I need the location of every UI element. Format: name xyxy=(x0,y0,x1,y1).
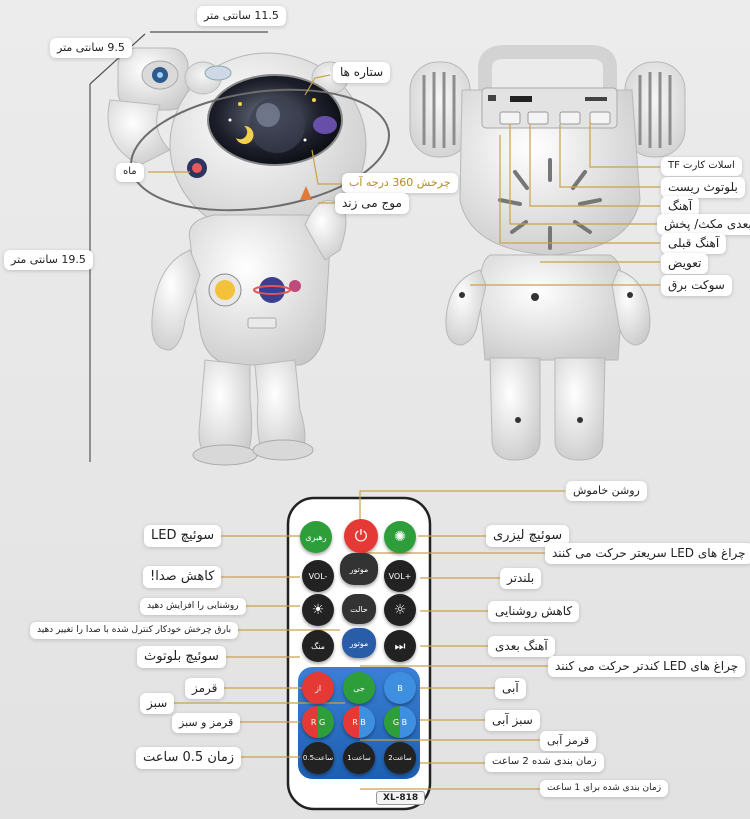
power-label: روشن خاموش xyxy=(566,481,647,501)
red-label: قرمز xyxy=(185,678,225,699)
motor-up-button[interactable]: موتور xyxy=(340,553,378,585)
rotation-sound-label: بارق چرخش خودکار کنترل شده با صدا را تغی… xyxy=(30,622,239,640)
brightness-down-button[interactable]: ☼ xyxy=(384,594,416,626)
vol-down-button[interactable]: VOL- xyxy=(302,560,334,592)
bt-switch-label: سوئیچ بلوتوث xyxy=(137,646,226,669)
bulb-icon: ☀ xyxy=(311,602,325,618)
tf-slot-label: اسلات کارت TF xyxy=(661,157,742,176)
red-button[interactable]: از xyxy=(302,672,334,704)
blue-label: آبی xyxy=(495,678,526,699)
power-button[interactable]: ⏻ xyxy=(344,519,378,553)
timer-05-button[interactable]: 0.5ساعت xyxy=(302,742,334,774)
model-label: XL-818 xyxy=(376,791,426,805)
moon-label: ماه xyxy=(116,163,144,182)
front-astronaut xyxy=(107,47,390,466)
green-button[interactable]: جی xyxy=(343,672,375,704)
stars-label: ستاره ها xyxy=(333,62,391,83)
depth-label: 9.5 سانتی متر xyxy=(50,38,132,58)
green-blue-button[interactable]: G B xyxy=(384,706,416,738)
red-blue-label: قرمز آبی xyxy=(540,731,597,751)
next-play-label: بعدی مکث/ پخش xyxy=(657,214,750,235)
vol-down-label: کاهش صدا! xyxy=(143,566,222,589)
timer-1-button[interactable]: 1ساعت xyxy=(343,742,375,774)
laser-switch-label: سوئیچ لیزری xyxy=(486,525,570,548)
next-song-label: آهنگ بعدی xyxy=(488,636,555,657)
next-track-icon: ⏭ xyxy=(394,638,406,653)
time-2-label: زمان بندی شده 2 ساعت xyxy=(485,753,604,772)
led-switch-label: سوئیچ LED xyxy=(144,525,222,548)
width-label: 11.5 سانتی متر xyxy=(197,6,286,26)
prev-song-label: آهنگ قبلی xyxy=(661,233,727,254)
louder-label: بلندتر xyxy=(500,568,542,589)
brightness-up-button[interactable]: ☀ xyxy=(302,594,334,626)
brightness-up-label: روشنایی را افزایش دهید xyxy=(140,598,246,616)
time-05-label: زمان 0.5 ساعت xyxy=(136,747,242,770)
song-label: آهنگ xyxy=(661,196,700,217)
swap-label: تعویض xyxy=(661,253,709,274)
height-label: 19.5 سانتی متر xyxy=(4,250,93,270)
wave-label: موج می زند xyxy=(335,193,409,214)
time-1-label: زمان بندی شده برای 1 ساعت xyxy=(540,780,669,798)
timer-2-button[interactable]: 2ساعت xyxy=(384,742,416,774)
led-fast-label: چراغ های LED سریعتر حرکت می کنند xyxy=(545,543,750,564)
vol-up-button[interactable]: VOL+ xyxy=(384,560,416,592)
red-blue-button[interactable]: R B xyxy=(343,706,375,738)
red-green-label: قرمز و سبز xyxy=(172,713,241,733)
brightness-down-label: کاهش روشنایی xyxy=(488,601,580,622)
green-blue-label: سبز آبی xyxy=(485,710,540,731)
next-button[interactable]: ⏭ xyxy=(384,630,416,662)
blue-button[interactable]: B xyxy=(384,672,416,704)
mode-button[interactable]: حالت xyxy=(342,594,376,624)
rotation-label: چرخش 360 درجه آب xyxy=(342,173,458,193)
leader-button[interactable]: رهبری xyxy=(300,521,332,553)
led-slow-label: چراغ های LED کندتر حرکت می کنند xyxy=(548,656,746,677)
red-green-button[interactable]: R G xyxy=(302,706,334,738)
bulb-icon: ☼ xyxy=(393,602,407,618)
power-icon: ⏻ xyxy=(354,526,368,545)
laser-icon: ✺ xyxy=(394,529,406,545)
motor-down-button[interactable]: موتور xyxy=(342,628,376,658)
back-astronaut xyxy=(409,45,686,461)
power-socket-label: سوکت برق xyxy=(661,275,732,296)
bt-reset-label: بلوتوث ریست xyxy=(661,177,745,198)
green-label: سبز xyxy=(140,693,175,714)
laser-button[interactable]: ✺ xyxy=(384,521,416,553)
mute-button[interactable]: منگ xyxy=(302,630,334,662)
